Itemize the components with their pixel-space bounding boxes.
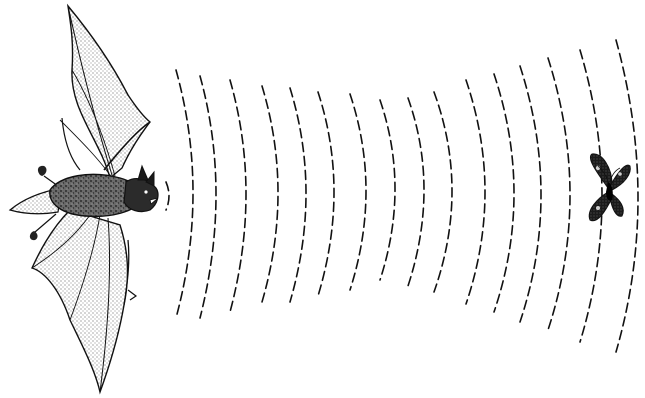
sound-wave xyxy=(290,88,306,302)
sound-wave xyxy=(520,66,541,322)
bat-ear xyxy=(138,166,148,180)
sound-wave xyxy=(466,80,485,304)
sound-wave xyxy=(166,182,169,210)
bat-lower-wing xyxy=(32,210,127,392)
moth-icon xyxy=(589,154,630,221)
sound-wave xyxy=(262,86,278,302)
sound-wave xyxy=(548,58,570,330)
sound-wave xyxy=(494,74,514,312)
bat-icon xyxy=(10,6,158,392)
sound-wave xyxy=(434,92,452,292)
sound-wave xyxy=(350,94,366,290)
sound-wave xyxy=(580,50,602,342)
sound-wave xyxy=(318,92,334,296)
sound-wave xyxy=(200,76,216,318)
sound-wave xyxy=(616,40,638,352)
sound-wave-icon xyxy=(166,40,638,352)
sound-wave xyxy=(176,70,193,318)
sound-wave xyxy=(230,80,246,312)
sound-wave xyxy=(380,100,395,280)
bat-eye xyxy=(144,190,147,193)
sound-wave xyxy=(408,98,424,286)
bat-upper-wing xyxy=(68,6,150,178)
